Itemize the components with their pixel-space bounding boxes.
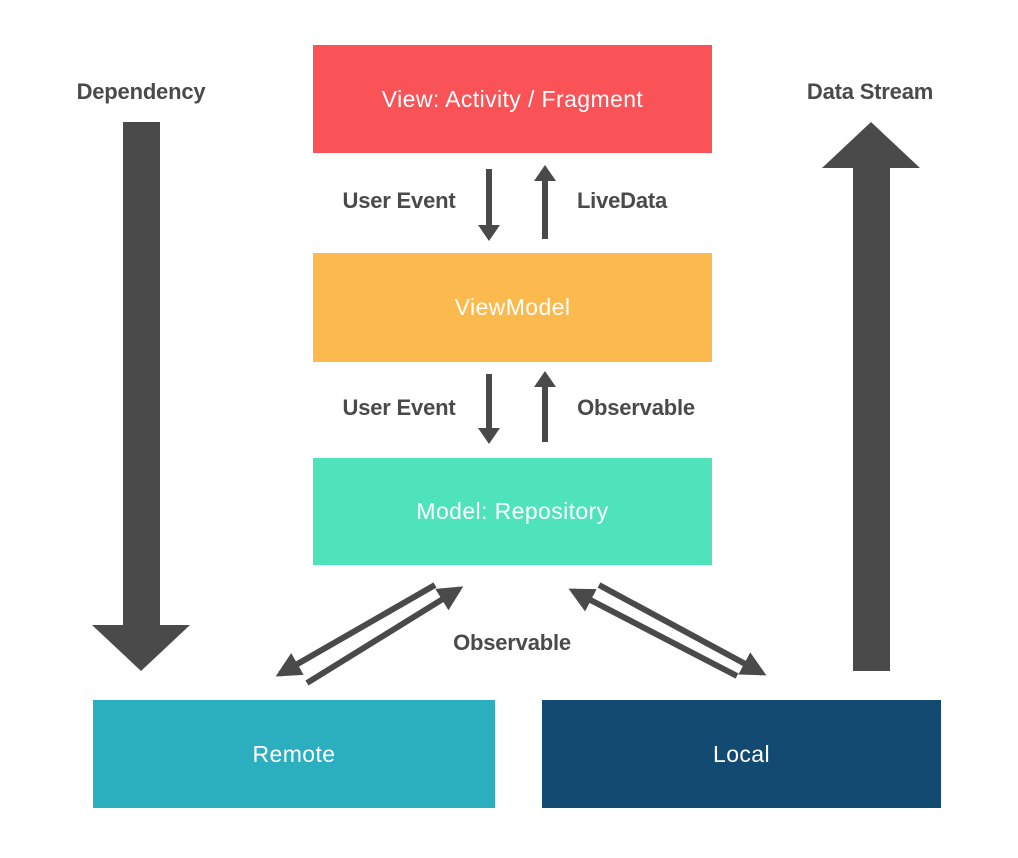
node-view-label: View: Activity / Fragment: [381, 85, 644, 112]
user-event-label-middle: User Event: [342, 395, 456, 420]
user-event-label-top: User Event: [342, 188, 456, 213]
arrow-repository-to-local: [597, 582, 767, 676]
node-local-label: Local: [713, 740, 770, 767]
down-arrow-icon: [478, 428, 500, 444]
node-repository-label: Model: Repository: [416, 498, 609, 524]
observable-label-bottom: Observable: [453, 630, 571, 655]
up-arrow-shaft: [542, 387, 548, 442]
node-model-repository: Model: Repository: [313, 458, 712, 565]
dependency-arrow-shaft: [123, 122, 160, 625]
node-viewmodel-label: ViewModel: [454, 294, 571, 320]
repository-datasource-arrows: [275, 582, 767, 686]
arrow-repository-to-remote: [275, 582, 437, 677]
node-view-activity-fragment: View: Activity / Fragment: [313, 45, 712, 153]
node-local: Local: [542, 700, 941, 808]
data-stream-arrow-shaft: [853, 168, 890, 671]
down-arrow-icon: [478, 225, 500, 241]
data-stream-label: Data Stream: [806, 79, 934, 104]
node-remote: Remote: [93, 700, 495, 808]
arrow-remote-to-repository: [305, 586, 464, 686]
up-arrow-icon: [534, 371, 556, 387]
down-arrow-shaft: [486, 169, 492, 225]
data-stream-arrow-up-icon: [822, 122, 920, 168]
dependency-label: Dependency: [76, 79, 206, 104]
arrow-local-to-repository: [568, 588, 739, 679]
livedata-label: LiveData: [576, 188, 668, 213]
observable-label-middle: Observable: [577, 395, 695, 420]
node-viewmodel: ViewModel: [313, 253, 712, 362]
dependency-arrow-down-icon: [92, 625, 190, 671]
node-remote-label: Remote: [252, 740, 336, 767]
up-arrow-icon: [534, 165, 556, 181]
up-arrow-shaft: [542, 181, 548, 239]
down-arrow-shaft: [486, 374, 492, 428]
